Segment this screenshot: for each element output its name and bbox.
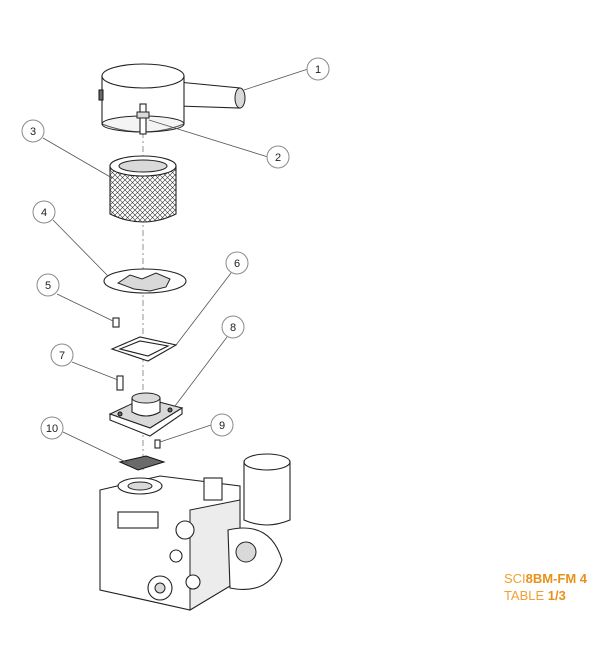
leader-2 [148, 119, 269, 158]
table-main: 1/3 [547, 588, 566, 603]
leader-6 [175, 272, 232, 346]
drawing-code-main: 8BM-FM 4 [525, 571, 587, 586]
leader-3 [42, 137, 113, 179]
svg-text:5: 5 [45, 280, 51, 292]
callout-4: 4 [32, 200, 56, 224]
callout-8: 8 [221, 315, 245, 339]
callout-3: 3 [21, 119, 45, 143]
table-prefix: TABLE [503, 588, 548, 603]
callout-9: 9 [210, 413, 234, 437]
part-filter-housing [98, 63, 246, 133]
svg-text:4: 4 [41, 207, 47, 219]
leader-5 [56, 293, 114, 322]
svg-text:6: 6 [234, 258, 240, 270]
svg-text:2: 2 [275, 152, 281, 164]
drawing-code-prefix: SCI [503, 571, 526, 586]
leader-4 [52, 219, 109, 277]
callout-6: 6 [225, 251, 249, 275]
part-screw [154, 439, 161, 449]
callout-10: 10 [40, 416, 64, 440]
callout-5: 5 [36, 273, 60, 297]
part-filter-cartridge [109, 155, 177, 223]
part-square-gasket [110, 336, 178, 362]
leader-1 [243, 68, 309, 91]
callout-7: 7 [50, 343, 74, 367]
part-screw-small [112, 317, 120, 328]
svg-text:7: 7 [59, 350, 65, 362]
part-bolt [136, 103, 150, 135]
callout-2: 2 [266, 145, 290, 169]
svg-text:1: 1 [315, 64, 321, 76]
part-gasket-plate [103, 268, 187, 294]
svg-text:9: 9 [219, 420, 225, 432]
svg-text:3: 3 [30, 126, 36, 138]
drawing-code: SCI8BM-FM 4 [504, 570, 587, 587]
pump-body [99, 453, 291, 611]
callout-1: 1 [306, 57, 330, 81]
part-pin [116, 375, 124, 391]
leader-9 [159, 424, 212, 443]
svg-text:10: 10 [46, 423, 58, 435]
table-number: TABLE 1/3 [504, 587, 587, 604]
part-seal-plate [118, 455, 166, 471]
part-adapter-flange [108, 392, 184, 437]
leader-7 [71, 361, 119, 381]
drawing-caption: SCI8BM-FM 4 TABLE 1/3 [504, 570, 587, 604]
svg-text:8: 8 [230, 322, 236, 334]
leader-10 [62, 431, 129, 464]
leader-8 [174, 336, 228, 407]
